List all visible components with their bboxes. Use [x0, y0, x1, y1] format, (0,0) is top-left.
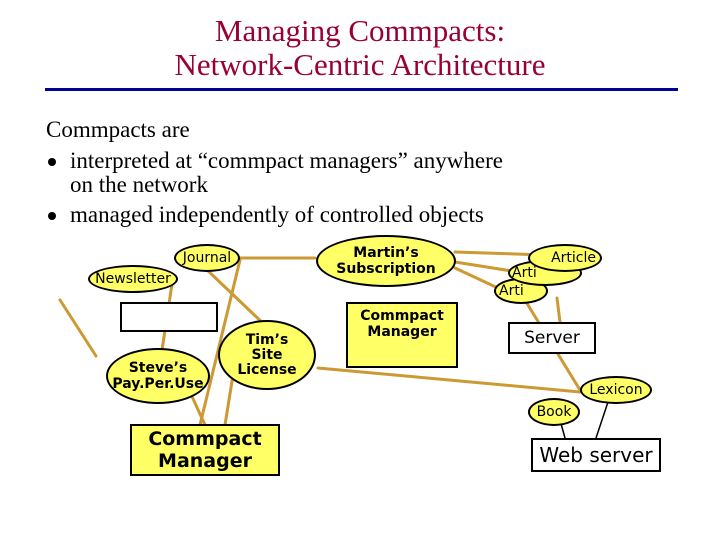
article-2-label: Arti: [512, 265, 537, 281]
newsletter-label: Newsletter: [95, 271, 171, 287]
martins-label-line1: Martin’s: [353, 245, 419, 261]
bullet-1-line1: interpreted at “commpact managers” anywh…: [70, 148, 503, 173]
book-label: Book: [536, 404, 572, 420]
article-1-label: Article: [551, 250, 596, 266]
cm-left-line1: Commpact: [148, 428, 262, 450]
article-node-1: Article: [528, 244, 602, 272]
newsletter-node: Newsletter: [88, 265, 178, 293]
tims-label-line2: Site: [251, 346, 283, 363]
server-node: Server: [508, 322, 596, 354]
connector-left-steves: [58, 298, 98, 358]
cm-left-line2: Manager: [158, 450, 252, 472]
commpact-manager-center-node: Commpact Manager: [346, 302, 458, 368]
connector-tims-cm: [223, 373, 235, 427]
tims-label-line1: Tim’s: [245, 331, 289, 348]
journal-node: Journal: [174, 244, 240, 272]
connector-tims-book: [316, 366, 582, 394]
slide-title-line1: Managing Commpacts:: [214, 13, 506, 48]
web-server-label: Web server: [539, 443, 653, 467]
martins-label-line2: Subscription: [336, 261, 436, 277]
tims-site-license-node: Tim’s Site License: [218, 320, 316, 390]
steves-label-line1: Steve’s: [128, 360, 188, 376]
connector-journal-tims: [203, 266, 270, 330]
bullet-dot-1: [48, 158, 56, 166]
intro-text: Commpacts are: [46, 117, 190, 142]
server-label: Server: [524, 328, 580, 348]
journal-label: Journal: [182, 250, 232, 266]
blank-box: [120, 302, 218, 332]
cm-center-line2: Manager: [367, 324, 437, 340]
book-node: Book: [528, 398, 580, 426]
lexicon-node: Lexicon: [580, 376, 652, 404]
connector-martins-article2: [453, 260, 520, 274]
article-3-label: Arti: [499, 283, 524, 299]
connector-martins-article3: [453, 266, 502, 291]
steves-label-line2: Pay.Per.Use: [112, 376, 204, 392]
cm-center-line1: Commpact: [360, 308, 444, 324]
bullet-1-line2: on the network: [70, 172, 208, 197]
tims-label-line3: License: [237, 361, 297, 378]
commpact-manager-left-node: Commpact Manager: [130, 424, 280, 476]
bullet-dot-2: [48, 212, 56, 220]
title-divider: [45, 88, 678, 91]
connector-steves-cm: [188, 390, 207, 427]
martins-subscription-node: Martin’s Subscription: [316, 235, 456, 287]
lexicon-label: Lexicon: [589, 382, 643, 398]
web-server-node: Web server: [531, 438, 661, 472]
slide-title-line2: Network-Centric Architecture: [174, 47, 546, 82]
connector-article-server: [555, 296, 562, 324]
bullet-2: managed independently of controlled obje…: [70, 202, 484, 227]
steves-payperuse-node: Steve’s Pay.Per.Use: [106, 348, 210, 404]
